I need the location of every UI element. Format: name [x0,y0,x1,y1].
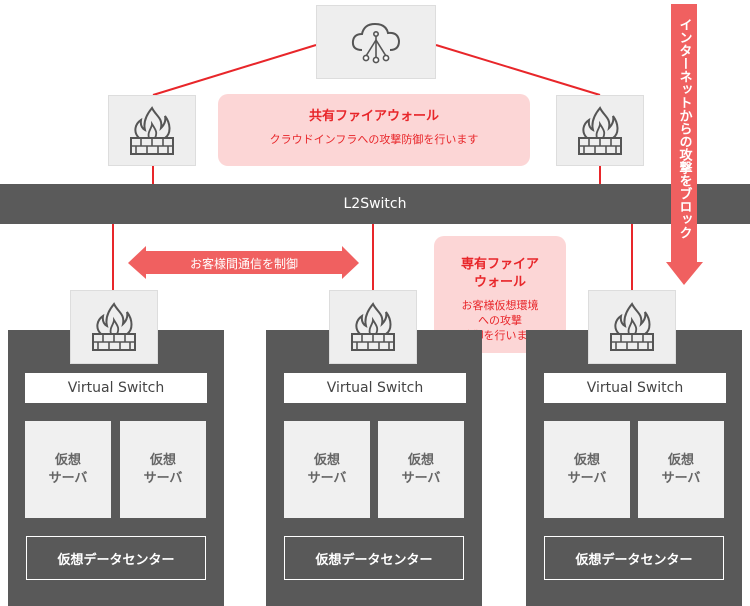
shared-firewall-description: クラウドインフラへの攻撃防御を行います [269,133,479,146]
internet-block-label: インターネットからの攻撃をブロック [676,18,692,239]
dedicated-firewall-3 [588,290,676,364]
cloud-left-line [152,44,317,96]
server-label-line1: 仮想 [149,452,176,468]
virtual-server-2a: 仮想 サーバ [284,421,370,518]
inter-customer-arrow [128,246,359,279]
dedicated-firewall-1 [70,290,158,364]
shared-firewall-right [556,95,644,166]
internet-block-arrow [666,4,703,285]
server-label-line1: 仮想 [407,452,434,468]
firewall-icon [610,302,654,351]
dedicated-firewall-desc-1: お客様仮想環境 [461,299,539,312]
datacenter-label-2: 仮想データセンター [284,536,464,580]
datacenter-label-1: 仮想データセンター [26,536,206,580]
shared-firewall-callout: 共有ファイアウォール クラウドインフラへの攻撃防御を行います [218,94,530,166]
server-label-line2: サーバ [567,470,607,486]
firewall-icon [130,105,174,155]
dedicated-firewall-desc-2: への攻撃 [478,314,522,327]
server-label-line2: サーバ [661,470,701,486]
firewall-icon [92,302,136,351]
inter-customer-label: お客様間通信を制御 [189,256,298,271]
dedicated-firewall-2 [329,290,417,364]
dedicated-firewall-title-1: 専有ファイア [460,257,539,272]
dedicated-firewall-title-2: ウォール [473,275,526,290]
server-label-line2: サーバ [143,470,183,486]
server-label-line2: サーバ [307,470,347,486]
server-label-line2: サーバ [401,470,441,486]
shared-firewall-title: 共有ファイアウォール [308,109,439,124]
virtual-switch-2: Virtual Switch [284,373,466,403]
virtual-switch-1: Virtual Switch [25,373,207,403]
virtual-server-3b: 仮想 サーバ [638,421,724,518]
server-label-line1: 仮想 [313,452,340,468]
l2switch-bar: L2Switch [0,184,750,224]
virtual-server-1b: 仮想 サーバ [120,421,206,518]
server-label-line1: 仮想 [667,452,694,468]
server-label-line1: 仮想 [54,452,81,468]
shared-firewall-left [108,95,196,166]
cloud-right-line [435,44,601,96]
server-label-line1: 仮想 [573,452,600,468]
cloud-network-icon [351,22,401,64]
firewall-icon [351,302,395,351]
firewall-icon [578,105,622,155]
datacenter-label-3: 仮想データセンター [544,536,724,580]
cloud-box [316,5,436,79]
server-label-line2: サーバ [48,470,88,486]
virtual-server-2b: 仮想 サーバ [378,421,464,518]
l2switch-label: L2Switch [343,196,407,212]
virtual-server-3a: 仮想 サーバ [544,421,630,518]
virtual-switch-3: Virtual Switch [544,373,726,403]
virtual-server-1a: 仮想 サーバ [25,421,111,518]
